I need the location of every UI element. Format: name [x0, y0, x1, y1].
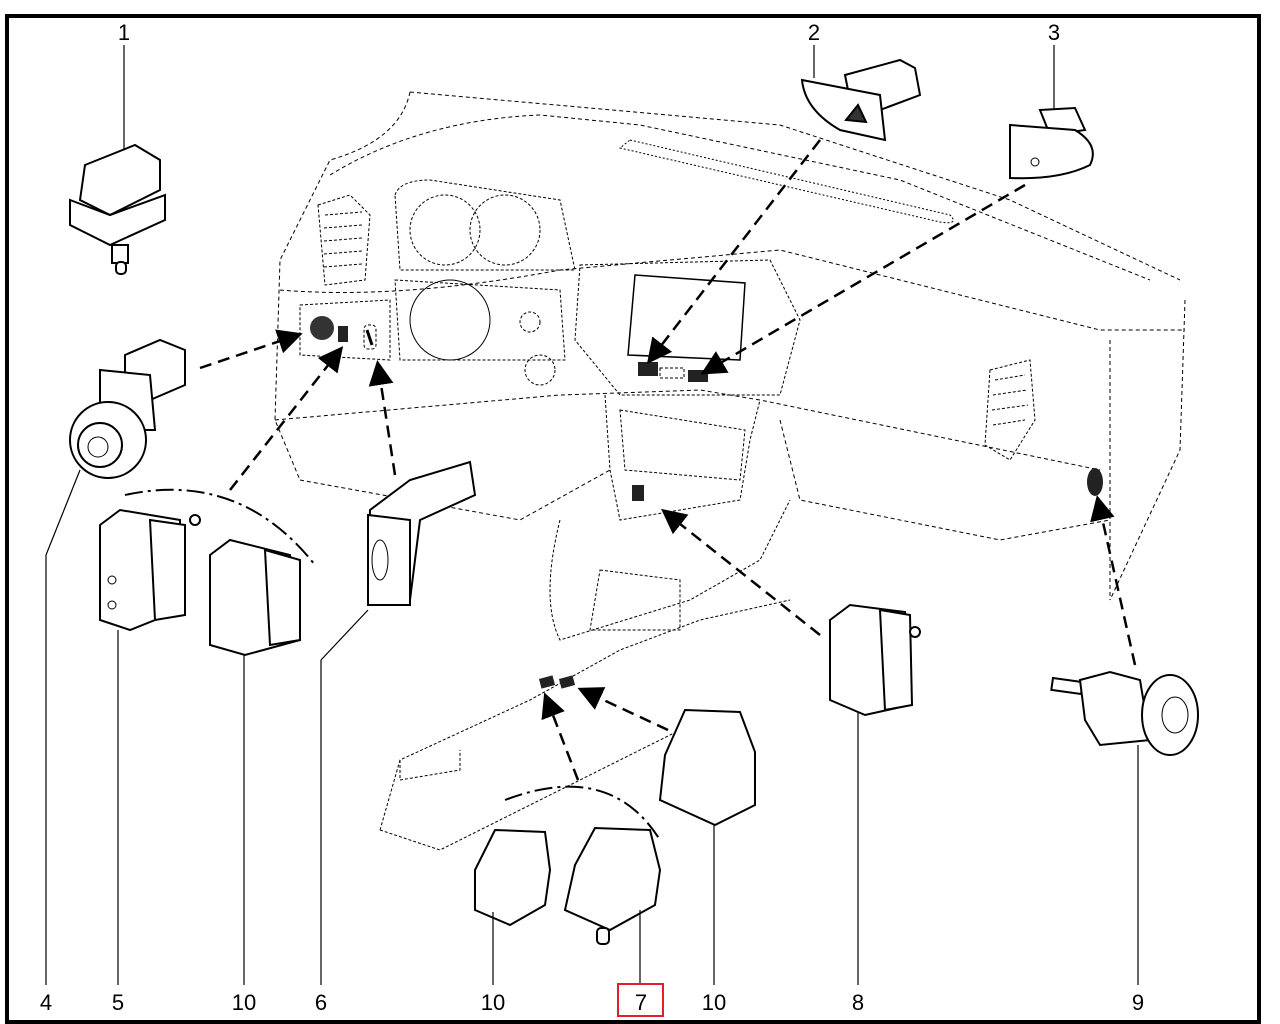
part-10-window-switch-single: [658, 708, 756, 827]
instrument-cluster: [394, 179, 576, 386]
callout-7: 7: [634, 990, 648, 1015]
arrow-part-6: [368, 360, 397, 476]
leader-lines: [45, 45, 1139, 985]
callout-8: 8: [851, 990, 865, 1015]
callout-7-highlight-box: [617, 983, 664, 1017]
callout-5: 5: [111, 990, 125, 1015]
arrow-part-2: [646, 139, 821, 364]
callout-9: 9: [1131, 990, 1145, 1015]
arrow-part-9: [1090, 495, 1137, 666]
callout-6: 6: [314, 990, 328, 1015]
dashboard-outline: [274, 91, 1186, 601]
part-7-window-switch-lock: [563, 826, 662, 945]
left-air-vent: [317, 194, 371, 286]
callout-3: 3: [1047, 20, 1061, 45]
arrow-part-4: [199, 329, 303, 370]
installation-arrows: [199, 139, 1137, 781]
left-dash-switch-panel: [299, 299, 391, 361]
part-3-lock-switch: [1009, 106, 1094, 180]
callout-2: 2: [807, 20, 821, 45]
part-6-dimmer-switch: [366, 460, 477, 607]
part-5-mirror-switch: [99, 508, 201, 632]
arrow-part-8: [661, 508, 821, 636]
defroster-vent-strip: [618, 139, 954, 224]
callout-10-console: 10: [480, 990, 506, 1015]
part-2-hazard-switch: [800, 58, 922, 142]
part-10-blank-cover-console: [474, 828, 552, 927]
callout-1: 1: [117, 20, 131, 45]
arrow-part-10c: [577, 687, 669, 732]
center-infotainment-screen: [574, 259, 801, 396]
callout-10-left: 10: [231, 990, 257, 1015]
part-8-console-switch: [829, 603, 921, 717]
part-9-glovebox-switch: [1050, 670, 1199, 756]
part-4-rotary-switch: [69, 338, 186, 479]
arrow-part-5: [229, 346, 344, 491]
diagram-frame: [5, 14, 1261, 1024]
callout-10-right: 10: [701, 990, 727, 1015]
leader-4b: [45, 469, 81, 556]
right-air-vent: [984, 359, 1103, 496]
part-10-blank-cover-left: [209, 538, 302, 657]
leader-6b: [320, 609, 369, 661]
arrow-part-3: [700, 183, 1026, 375]
arrow-part-7: [541, 692, 580, 781]
callout-4: 4: [39, 990, 53, 1015]
part-1-rocker-switch: [69, 143, 166, 275]
grouping-arcs: [124, 488, 661, 841]
